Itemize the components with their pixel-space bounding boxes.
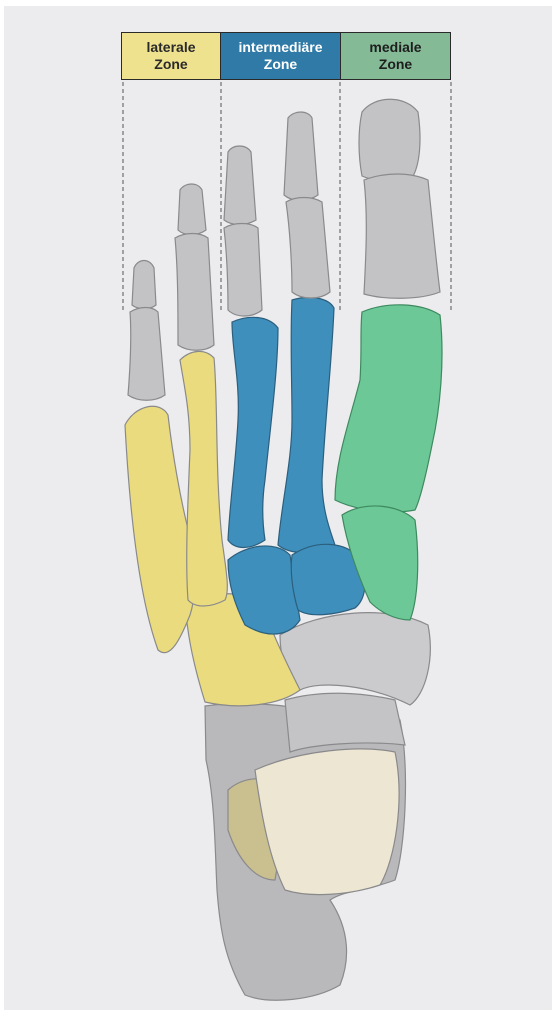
metatarsal-5	[125, 406, 195, 652]
toe-2-distal-phalanx	[284, 112, 318, 200]
toe-5-distal-phalanx	[132, 261, 156, 309]
medial-zone-label-line2: Zone	[369, 56, 421, 73]
navicular-bone	[280, 613, 430, 705]
toe-3-distal-phalanx	[224, 146, 256, 225]
hallux-distal-phalanx	[359, 99, 420, 181]
medial-zone-label-line1: mediale	[369, 39, 421, 56]
lateral-zone-label-line1: laterale	[146, 39, 195, 56]
lateral-zone-label: laterale Zone	[121, 32, 221, 80]
metatarsal-4	[180, 351, 227, 606]
intermediate-zone-label-line2: Zone	[238, 56, 322, 73]
lateral-zone-bones	[125, 351, 300, 705]
medial-zone-label: mediale Zone	[340, 32, 451, 80]
metatarsal-2	[278, 297, 335, 552]
toe-4-proximal-phalanx	[175, 234, 214, 351]
toe-2-proximal-phalanx	[286, 198, 330, 299]
toe-4-distal-phalanx	[178, 184, 206, 235]
navicular-bone-lower	[285, 693, 405, 752]
metatarsal-3	[228, 317, 278, 547]
toe-3-proximal-phalanx	[224, 224, 262, 317]
toe-5-proximal-phalanx	[128, 308, 165, 401]
hallux-proximal-phalanx	[364, 174, 440, 298]
metatarsal-1	[335, 305, 442, 512]
lateral-zone-label-line2: Zone	[146, 56, 195, 73]
intermediate-zone-label: intermediäre Zone	[220, 32, 341, 80]
intermediate-zone-label-line1: intermediäre	[238, 39, 322, 56]
